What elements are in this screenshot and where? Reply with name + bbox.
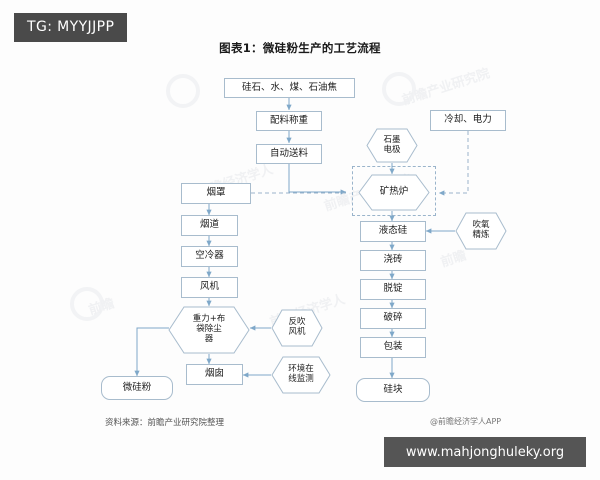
node-blowback-fan[interactable]: 反吹风机 <box>271 309 323 347</box>
node-label: 烟罩 <box>206 187 226 199</box>
node-label: 脱锭 <box>383 283 403 295</box>
node-batching[interactable]: 配料称重 <box>256 111 322 131</box>
hexagon-shape-icon <box>366 128 418 163</box>
node-dust-collector[interactable]: 重力+布袋除尘器 <box>168 306 250 354</box>
node-brick-casting[interactable]: 浇砖 <box>360 250 426 271</box>
node-label-l3: 器 <box>204 333 214 344</box>
node-label-l1: 石墨 <box>383 134 401 145</box>
node-label: 烟囱 <box>204 368 224 380</box>
node-label: 硅石、水、煤、石油焦 <box>241 81 337 93</box>
app-watermark: @前瞻经济学人APP <box>430 417 502 426</box>
node-environment-monitoring[interactable]: 环境在线监测 <box>271 356 331 394</box>
hexagon-shape-icon <box>358 174 430 211</box>
node-ingot-removal[interactable]: 脱锭 <box>360 279 426 300</box>
figure-source: 资料来源：前瞻产业研究院整理 <box>105 418 225 428</box>
node-label: 浇砖 <box>383 254 403 266</box>
node-label: 微硅粉 <box>122 381 152 393</box>
node-fan[interactable]: 风机 <box>181 277 238 298</box>
node-label: 风机 <box>199 281 219 293</box>
hexagon-shape-icon <box>455 212 507 250</box>
node-flue[interactable]: 烟道 <box>181 215 238 236</box>
node-label: 配料称重 <box>269 114 308 126</box>
node-smoke-hood[interactable]: 烟罩 <box>181 183 251 204</box>
node-label-l1: 反吹 <box>288 317 306 328</box>
figure-title: 图表1：微硅粉生产的工艺流程 <box>219 41 381 55</box>
node-raw-materials[interactable]: 硅石、水、煤、石油焦 <box>224 78 355 98</box>
hexagon-shape-icon <box>168 306 250 354</box>
url-tag-label: www.mahjonghuleky.org <box>384 437 586 467</box>
node-label: 液态硅 <box>378 225 408 237</box>
node-label: 烟道 <box>199 219 219 231</box>
node-liquid-silicon[interactable]: 液态硅 <box>360 221 426 242</box>
node-label-l2: 袋除尘 <box>196 324 222 335</box>
hexagon-shape-icon <box>271 309 323 347</box>
node-oxygen-refining[interactable]: 吹氧精炼 <box>455 212 507 250</box>
node-chimney[interactable]: 烟囱 <box>186 364 243 385</box>
node-label: 自动送料 <box>269 147 308 159</box>
tg-tag-label: TG: MYYJJPP <box>14 13 128 42</box>
node-silicon-block[interactable]: 硅块 <box>356 378 430 402</box>
node-label-l2: 风机 <box>288 327 306 337</box>
node-air-cooler[interactable]: 空冷器 <box>181 246 238 267</box>
node-label: 包装 <box>383 341 403 353</box>
node-label: 空冷器 <box>195 250 224 262</box>
hexagon-shape-icon <box>271 356 331 394</box>
node-label-l1: 环境在 <box>288 364 314 375</box>
node-auto-feeding[interactable]: 自动送料 <box>256 144 322 164</box>
node-label: 重力+布袋除尘器 <box>192 314 226 344</box>
furnace-group-box <box>352 166 436 216</box>
node-label-l2: 电极 <box>383 144 401 155</box>
node-label: 反吹风机 <box>288 317 306 338</box>
node-graphite-electrode[interactable]: 石墨电极 <box>366 128 418 163</box>
node-label: 矿热炉 <box>379 186 409 198</box>
node-label: 吹氧精炼 <box>472 220 490 241</box>
node-label-l2: 精炼 <box>472 230 490 240</box>
node-submerged-arc-furnace[interactable]: 矿热炉 <box>358 174 430 211</box>
node-label: 硅块 <box>383 383 403 395</box>
node-packing[interactable]: 包装 <box>360 337 426 358</box>
node-label: 环境在线监测 <box>288 364 314 385</box>
node-label-l1: 重力+布 <box>192 314 226 325</box>
node-crushing[interactable]: 破碎 <box>360 308 426 329</box>
node-label: 冷却、电力 <box>444 114 492 126</box>
node-cooling-power[interactable]: 冷却、电力 <box>430 110 506 131</box>
node-label: 破碎 <box>383 312 403 324</box>
node-silica-fume[interactable]: 微硅粉 <box>101 376 173 400</box>
node-label-l2: 线监测 <box>288 374 314 384</box>
node-label-l1: 吹氧 <box>472 220 490 231</box>
node-label: 石墨电极 <box>383 134 401 156</box>
